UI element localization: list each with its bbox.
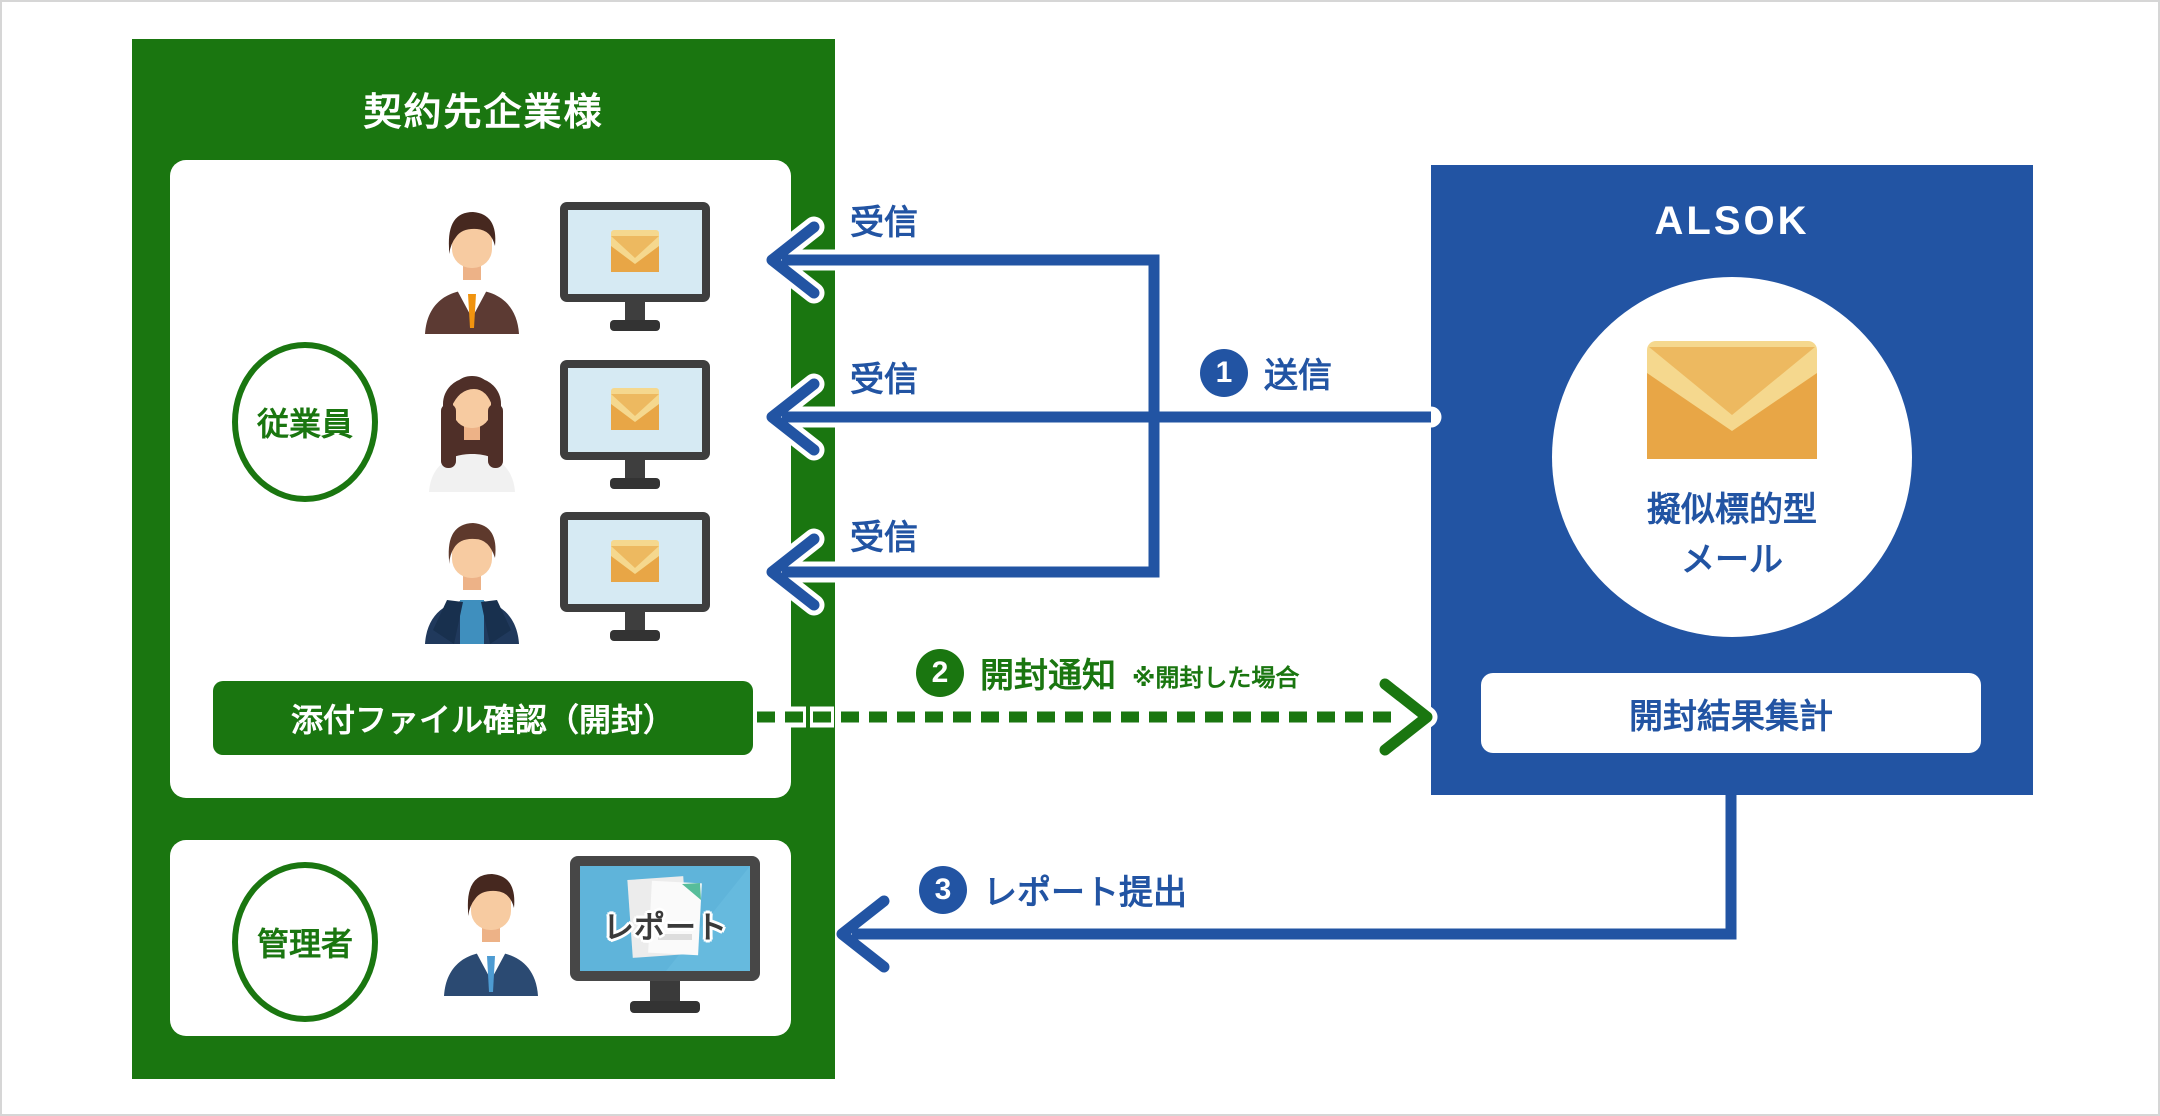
monitor-email-icon [560,512,710,641]
report-arrow-head [836,895,890,973]
step-1-badge: 1 [1200,348,1248,397]
company-box-title: 契約先企業様 [363,92,604,134]
employee-role-label: 従業員 [256,406,353,442]
step-2-label: 開封通知 [980,657,1116,695]
phishing-mail-label: 擬似標的型 メール [1552,485,1912,585]
receive-label-2: 受信 [850,361,918,399]
step-3-badge: 3 [919,865,967,914]
employee-row [406,360,710,492]
receive-label-1: 受信 [850,204,918,242]
attachment-open-banner-label: 添付ファイル確認（開封） [290,702,675,738]
monitor-report-icon [570,856,760,1013]
report-monitor-label: レポート [603,910,727,945]
phishing-mail-label-line2: メール [1681,541,1783,579]
monitor-email-icon [560,360,710,489]
envelope-icon [1647,341,1817,459]
step-2-open-notify: 2 開封通知 ※開封した場合 [916,648,1299,697]
employee-role-badge: 従業員 [232,342,378,502]
company-box: 契約先企業様 従業員 [132,39,835,1079]
alsok-box: ALSOK 擬似標的型 メール 開封結果集計 [1431,165,2033,795]
admin-role-label: 管理者 [256,926,353,962]
step-2-note: ※開封した場合 [1132,665,1300,692]
step-1-send: 1 送信 [1200,348,1332,397]
employee-male-1-icon [425,212,519,334]
open-result-banner-label: 開封結果集計 [1629,697,1833,736]
phishing-mail-label-line1: 擬似標的型 [1647,491,1817,529]
admin-role-badge: 管理者 [232,862,378,1022]
step-3-report: 3 レポート提出 [919,865,1187,914]
employees-panel: 従業員 [170,160,791,798]
employee-male-2-icon [425,523,519,644]
employee-row [406,202,710,334]
phishing-mail-circle: 擬似標的型 メール [1552,277,1912,637]
admin-male-icon [444,874,538,996]
monitor-email-icon [560,202,710,331]
step-3-label: レポート提出 [983,874,1187,912]
notify-arrow-head [1379,678,1433,756]
open-result-banner: 開封結果集計 [1481,673,1981,753]
employee-row [406,512,710,644]
employee-female-icon [429,376,515,492]
alsok-title: ALSOK [1654,199,1810,243]
step-1-label: 送信 [1264,357,1332,395]
receive-label-3: 受信 [850,519,918,557]
admin-panel: 管理者 レポート [170,840,791,1036]
attachment-open-banner: 添付ファイル確認（開封） [213,681,753,755]
step-2-badge: 2 [916,648,964,697]
